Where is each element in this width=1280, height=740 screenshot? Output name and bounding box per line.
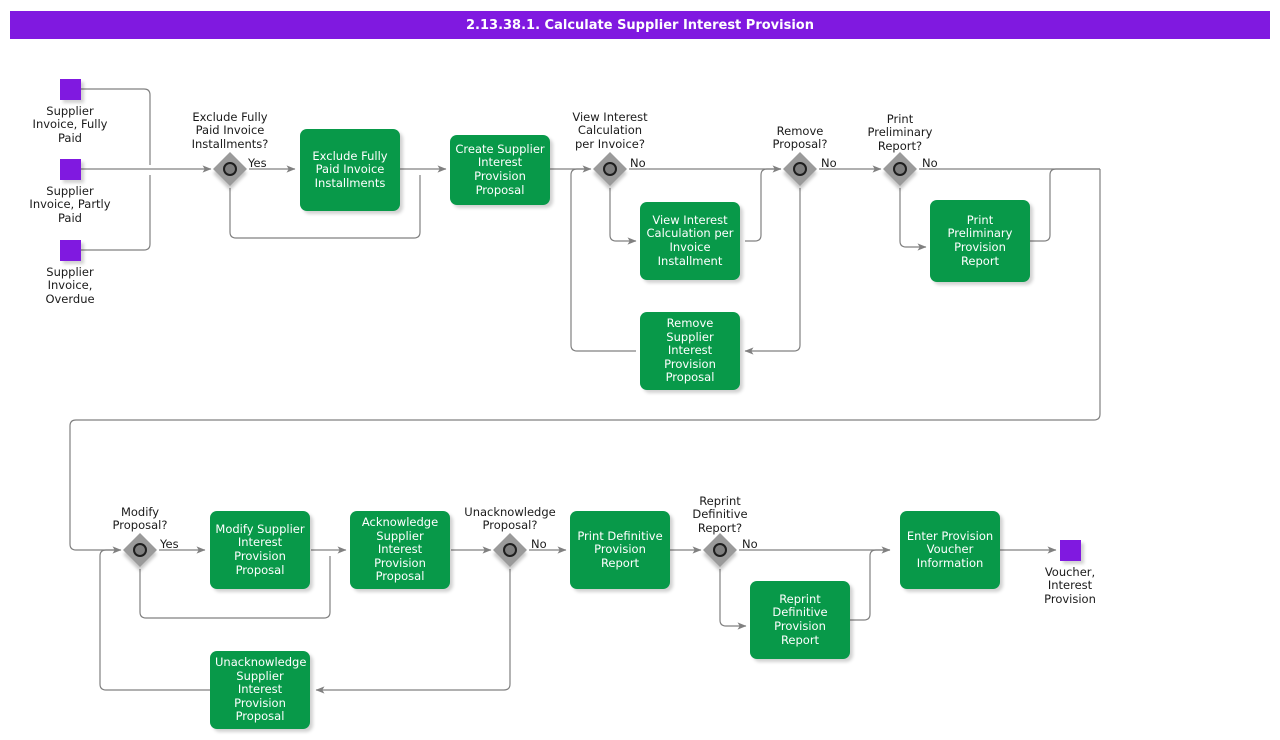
edge-label-modify-yes: Yes [160, 537, 179, 551]
gateway-modify-proposal[interactable] [123, 533, 157, 567]
activity-label: View Interest Calculation per Invoice In… [646, 212, 734, 268]
gateway-reprint-definitive-report[interactable] [703, 533, 737, 567]
gateway-label-unacknowledge-proposal: Unacknowledge Proposal? [464, 505, 556, 533]
start-event-label-fully-paid: Supplier Invoice, Fully Paid [32, 104, 108, 145]
gateway-print-preliminary-report[interactable] [883, 152, 917, 186]
activity-remove-supplier-interest-provision-proposal[interactable]: Remove Supplier Interest Provision Propo… [640, 312, 740, 390]
gateway-ring-icon [223, 162, 237, 176]
start-event-supplier-invoice-partly-paid[interactable] [60, 159, 81, 180]
activity-print-preliminary-provision-report[interactable]: Print Preliminary Provision Report [930, 200, 1030, 282]
gateway-label-exclude: Exclude Fully Paid Invoice Installments? [191, 110, 269, 151]
edge-label-view-no: No [630, 156, 646, 170]
activity-enter-provision-voucher-information[interactable]: Enter Provision Voucher Information [900, 511, 1000, 589]
gateway-label-print-preliminary: Print Preliminary Report? [867, 112, 933, 153]
start-event-supplier-invoice-overdue[interactable] [60, 240, 81, 261]
page-title: 2.13.38.1. Calculate Supplier Interest P… [10, 11, 1270, 39]
activity-label: Exclude Fully Paid Invoice Installments [312, 148, 388, 190]
activity-view-interest-calculation-per-invoice-installment[interactable]: View Interest Calculation per Invoice In… [640, 202, 740, 280]
activity-label: Unacknowledge Supplier Interest Provisio… [215, 655, 307, 724]
gateway-exclude-fully-paid-installments[interactable] [213, 152, 247, 186]
edge-label-remove-no: No [821, 156, 837, 170]
activity-modify-supplier-interest-provision-proposal[interactable]: Modify Supplier Interest Provision Propo… [210, 511, 310, 589]
gateway-label-view-interest: View Interest Calculation per Invoice? [572, 110, 648, 151]
edge-label-print-prelim-no: No [922, 156, 938, 170]
activity-create-supplier-interest-provision-proposal[interactable]: Create Supplier Interest Provision Propo… [450, 135, 550, 205]
activity-label: Create Supplier Interest Provision Propo… [455, 141, 545, 197]
gateway-ring-icon [603, 162, 617, 176]
edge-label-exclude-yes: Yes [248, 156, 267, 170]
activity-exclude-fully-paid-invoice-installments[interactable]: Exclude Fully Paid Invoice Installments [300, 129, 400, 211]
activity-reprint-definitive-provision-report[interactable]: Reprint Definitive Provision Report [750, 581, 850, 659]
gateway-ring-icon [713, 543, 727, 557]
activity-unacknowledge-supplier-interest-provision-proposal[interactable]: Unacknowledge Supplier Interest Provisio… [210, 651, 310, 729]
edge-label-reprint-no: No [742, 537, 758, 551]
start-event-label-partly-paid: Supplier Invoice, Partly Paid [29, 184, 111, 225]
activity-label: Acknowledge Supplier Interest Provision … [361, 515, 439, 584]
activity-label: Enter Provision Voucher Information [906, 528, 994, 570]
gateway-ring-icon [133, 543, 147, 557]
end-event-label-voucher: Voucher, Interest Provision [1044, 565, 1096, 606]
activity-label: Print Preliminary Provision Report [947, 212, 1013, 268]
gateway-view-interest-calculation-per-invoice[interactable] [593, 152, 627, 186]
edge-label-unack-no: No [531, 537, 547, 551]
activity-label: Reprint Definitive Provision Report [772, 591, 828, 647]
start-event-label-overdue: Supplier Invoice, Overdue [45, 265, 95, 306]
gateway-unacknowledge-proposal[interactable] [493, 533, 527, 567]
gateway-ring-icon [793, 162, 807, 176]
gateway-label-remove-proposal: Remove Proposal? [772, 124, 828, 152]
activity-label: Print Definitive Provision Report [577, 528, 663, 570]
activity-acknowledge-supplier-interest-provision-proposal[interactable]: Acknowledge Supplier Interest Provision … [350, 511, 450, 589]
gateway-label-modify-proposal: Modify Proposal? [112, 505, 168, 533]
start-event-supplier-invoice-fully-paid[interactable] [60, 79, 81, 100]
activity-print-definitive-provision-report[interactable]: Print Definitive Provision Report [570, 511, 670, 589]
gateway-label-reprint-definitive: Reprint Definitive Report? [692, 494, 748, 535]
gateway-remove-proposal[interactable] [783, 152, 817, 186]
activity-label: Modify Supplier Interest Provision Propo… [215, 521, 305, 577]
gateway-ring-icon [503, 543, 517, 557]
activity-label: Remove Supplier Interest Provision Propo… [664, 316, 716, 385]
end-event-voucher-interest-provision[interactable] [1060, 540, 1081, 561]
gateway-ring-icon [893, 162, 907, 176]
